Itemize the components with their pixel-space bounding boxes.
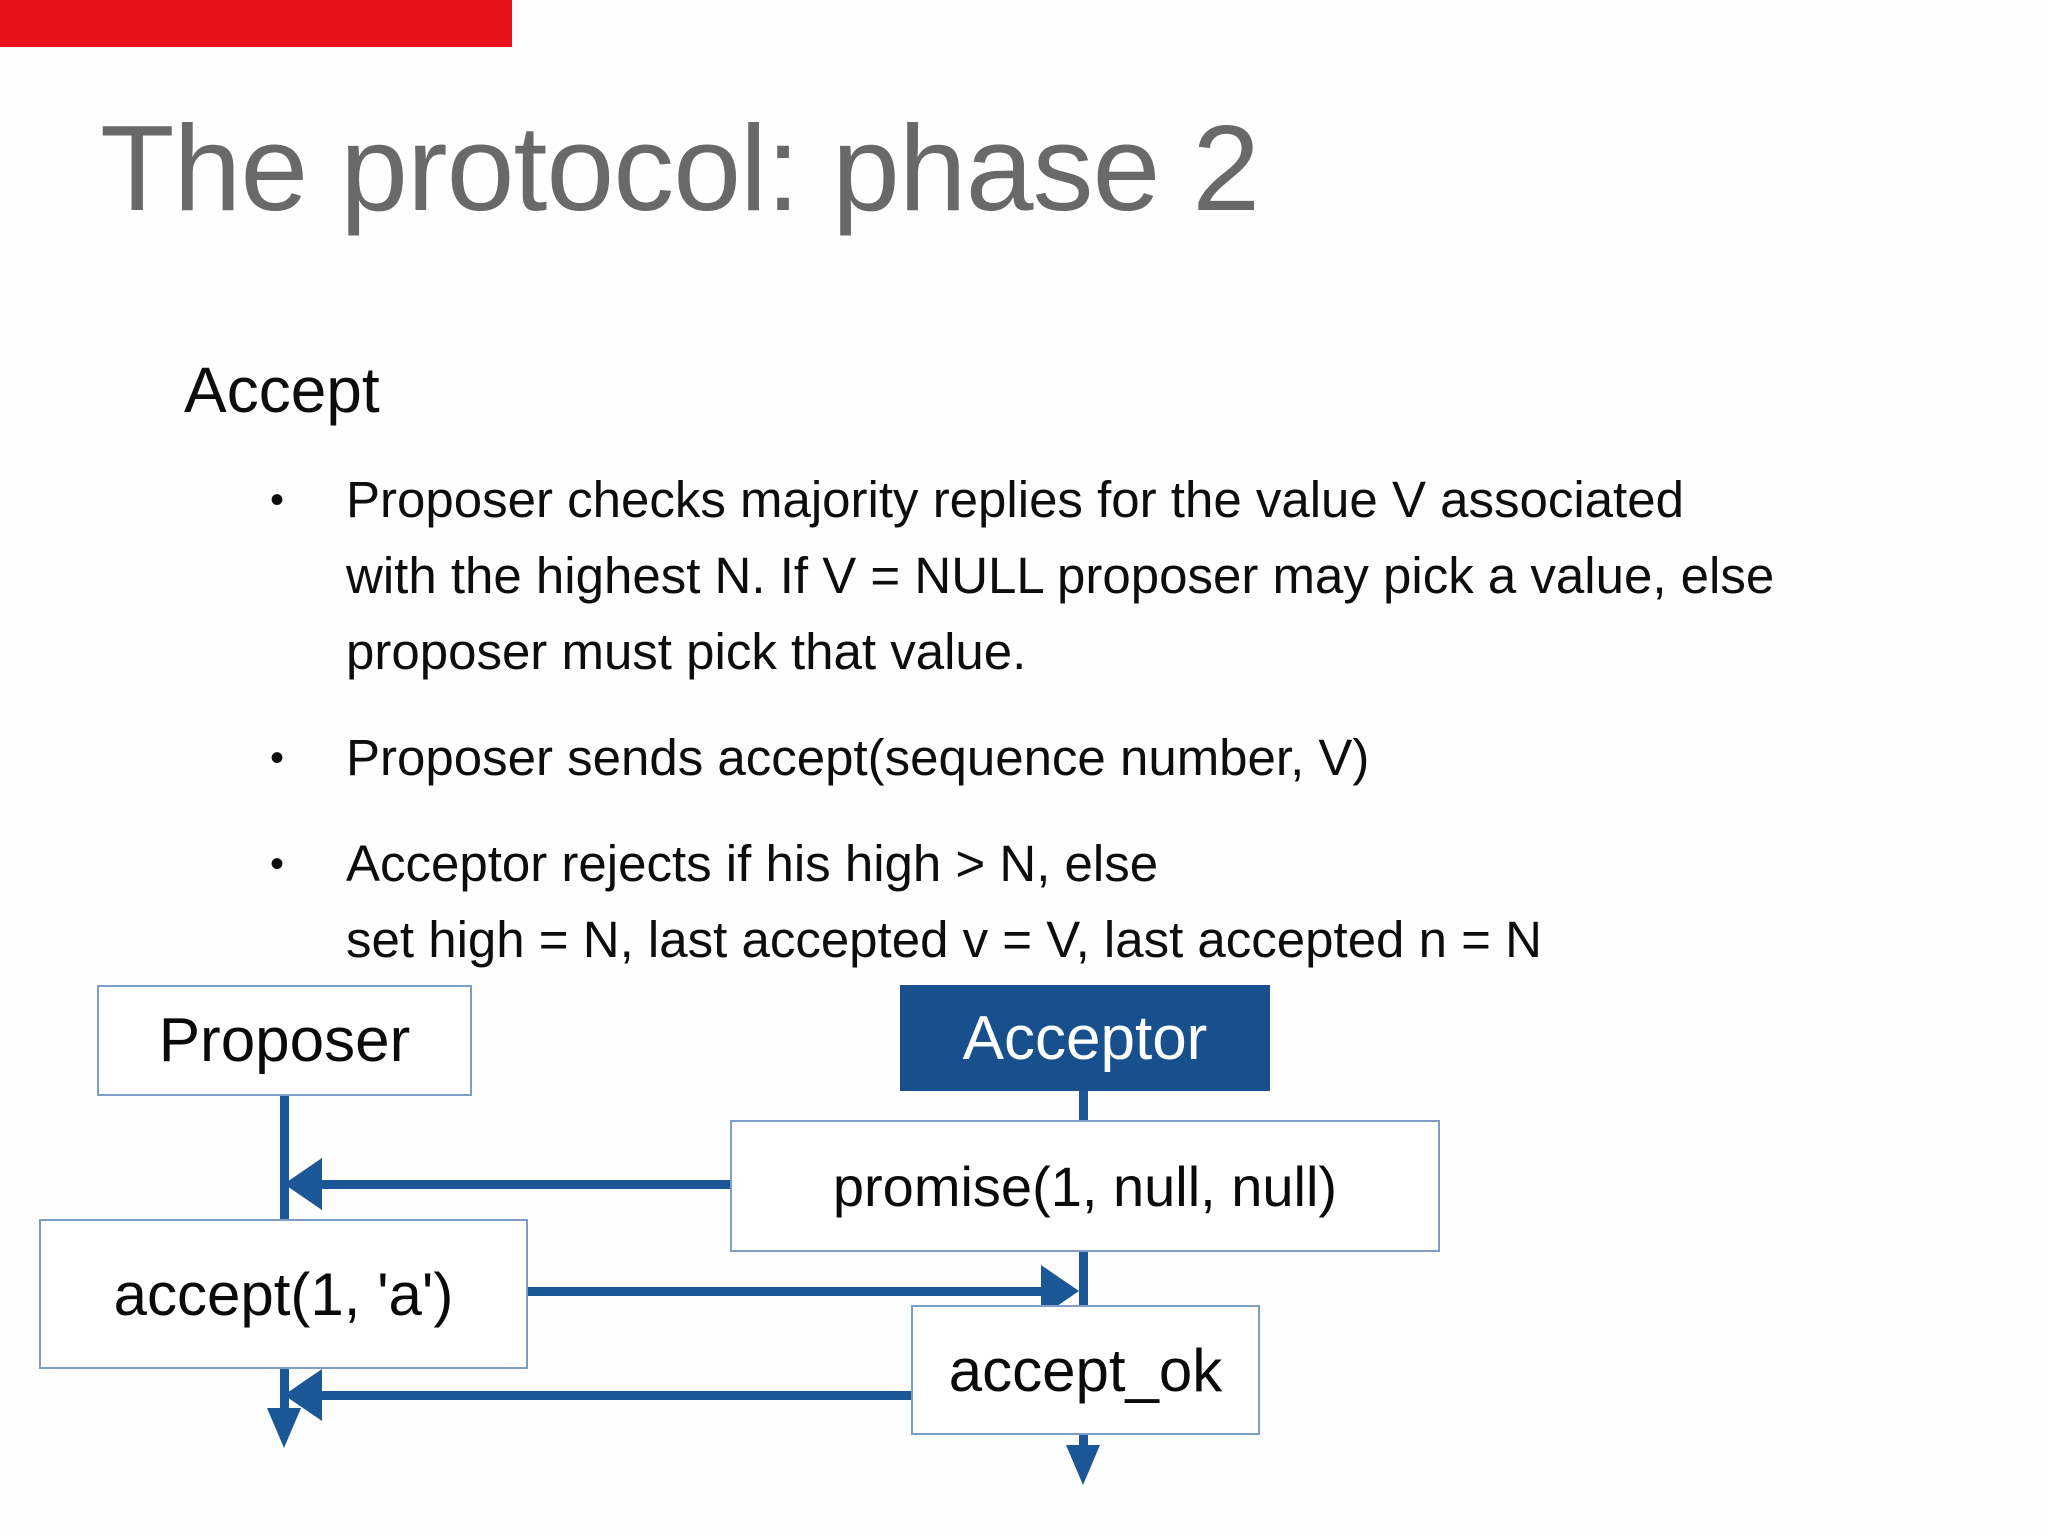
bullet-line: proposer must pick that value. xyxy=(346,623,1027,680)
accept-ok-message-label: accept_ok xyxy=(948,1336,1223,1404)
video-progress-bar[interactable] xyxy=(0,0,512,47)
accept-ok-message-box: accept_ok xyxy=(911,1305,1260,1435)
acceptor-label: Acceptor xyxy=(962,1003,1208,1073)
bullet-item: • Proposer sends accept(sequence number,… xyxy=(270,720,2000,796)
promise-arrow xyxy=(316,1180,730,1189)
arrow-left-icon xyxy=(284,1158,322,1210)
bullet-line: set high = N, last accepted v = V, last … xyxy=(346,911,1542,968)
accept-message-label: accept(1, 'a') xyxy=(113,1260,454,1328)
page-title: The protocol: phase 2 xyxy=(100,100,1260,236)
acceptor-actor-box: Acceptor xyxy=(900,985,1270,1091)
proposer-actor-box: Proposer xyxy=(97,985,472,1096)
bullet-list: • Proposer checks majority replies for t… xyxy=(270,462,2000,1008)
bullet-line: Proposer checks majority replies for the… xyxy=(346,471,1684,528)
bullet-line: with the highest N. If V = NULL proposer… xyxy=(346,547,1775,604)
bullet-line: Acceptor rejects if his high > N, else xyxy=(346,835,1159,892)
section-heading: Accept xyxy=(184,354,380,426)
bullet-icon: • xyxy=(270,736,285,780)
bullet-icon: • xyxy=(270,842,285,886)
acceptor-lifeline xyxy=(1079,1090,1088,1445)
bullet-line: Proposer sends accept(sequence number, V… xyxy=(346,729,1370,786)
accept-arrow xyxy=(524,1287,1041,1296)
promise-message-label: promise(1, null, null) xyxy=(832,1154,1338,1218)
arrow-down-icon xyxy=(1066,1445,1100,1485)
bullet-item: • Proposer checks majority replies for t… xyxy=(270,462,2000,690)
bullet-icon: • xyxy=(270,478,285,522)
arrow-left-icon xyxy=(284,1369,322,1421)
promise-message-box: promise(1, null, null) xyxy=(730,1120,1440,1252)
proposer-label: Proposer xyxy=(158,1006,411,1075)
accept-ok-arrow xyxy=(320,1391,911,1400)
bullet-item: • Acceptor rejects if his high > N, else… xyxy=(270,826,2000,978)
accept-message-box: accept(1, 'a') xyxy=(39,1219,528,1369)
